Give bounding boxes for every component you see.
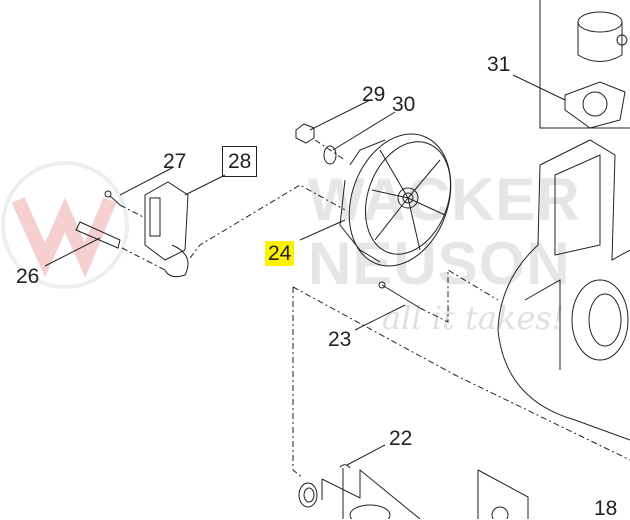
callout-18: 18	[594, 497, 618, 520]
callout-31: 31	[487, 53, 511, 76]
watermark-w-logo	[1, 161, 129, 289]
nut-part	[295, 123, 315, 144]
callout-28: 28	[222, 146, 258, 177]
callout-29: 29	[362, 83, 386, 106]
watermark-slogan: all it takes!	[382, 299, 565, 337]
cylinder-box	[539, 0, 630, 129]
washer-part	[323, 145, 337, 165]
callout-23: 23	[328, 328, 352, 351]
flywheel-part	[339, 133, 452, 267]
screw-part	[104, 190, 121, 206]
callout-22: 22	[389, 427, 413, 450]
bolt-part	[378, 281, 421, 309]
gasket-part	[564, 81, 626, 129]
callout-30: 30	[392, 93, 416, 116]
ignition-coil-part	[144, 181, 189, 278]
seal-part	[298, 482, 318, 508]
callout-26: 26	[16, 265, 40, 288]
callout-27: 27	[163, 150, 187, 173]
crankcase-part	[497, 139, 630, 441]
watermark-logo-neuson: NEUSON	[308, 230, 571, 297]
callout-24: 24	[265, 241, 295, 266]
pin-part	[75, 221, 121, 249]
piston-part	[577, 11, 628, 62]
